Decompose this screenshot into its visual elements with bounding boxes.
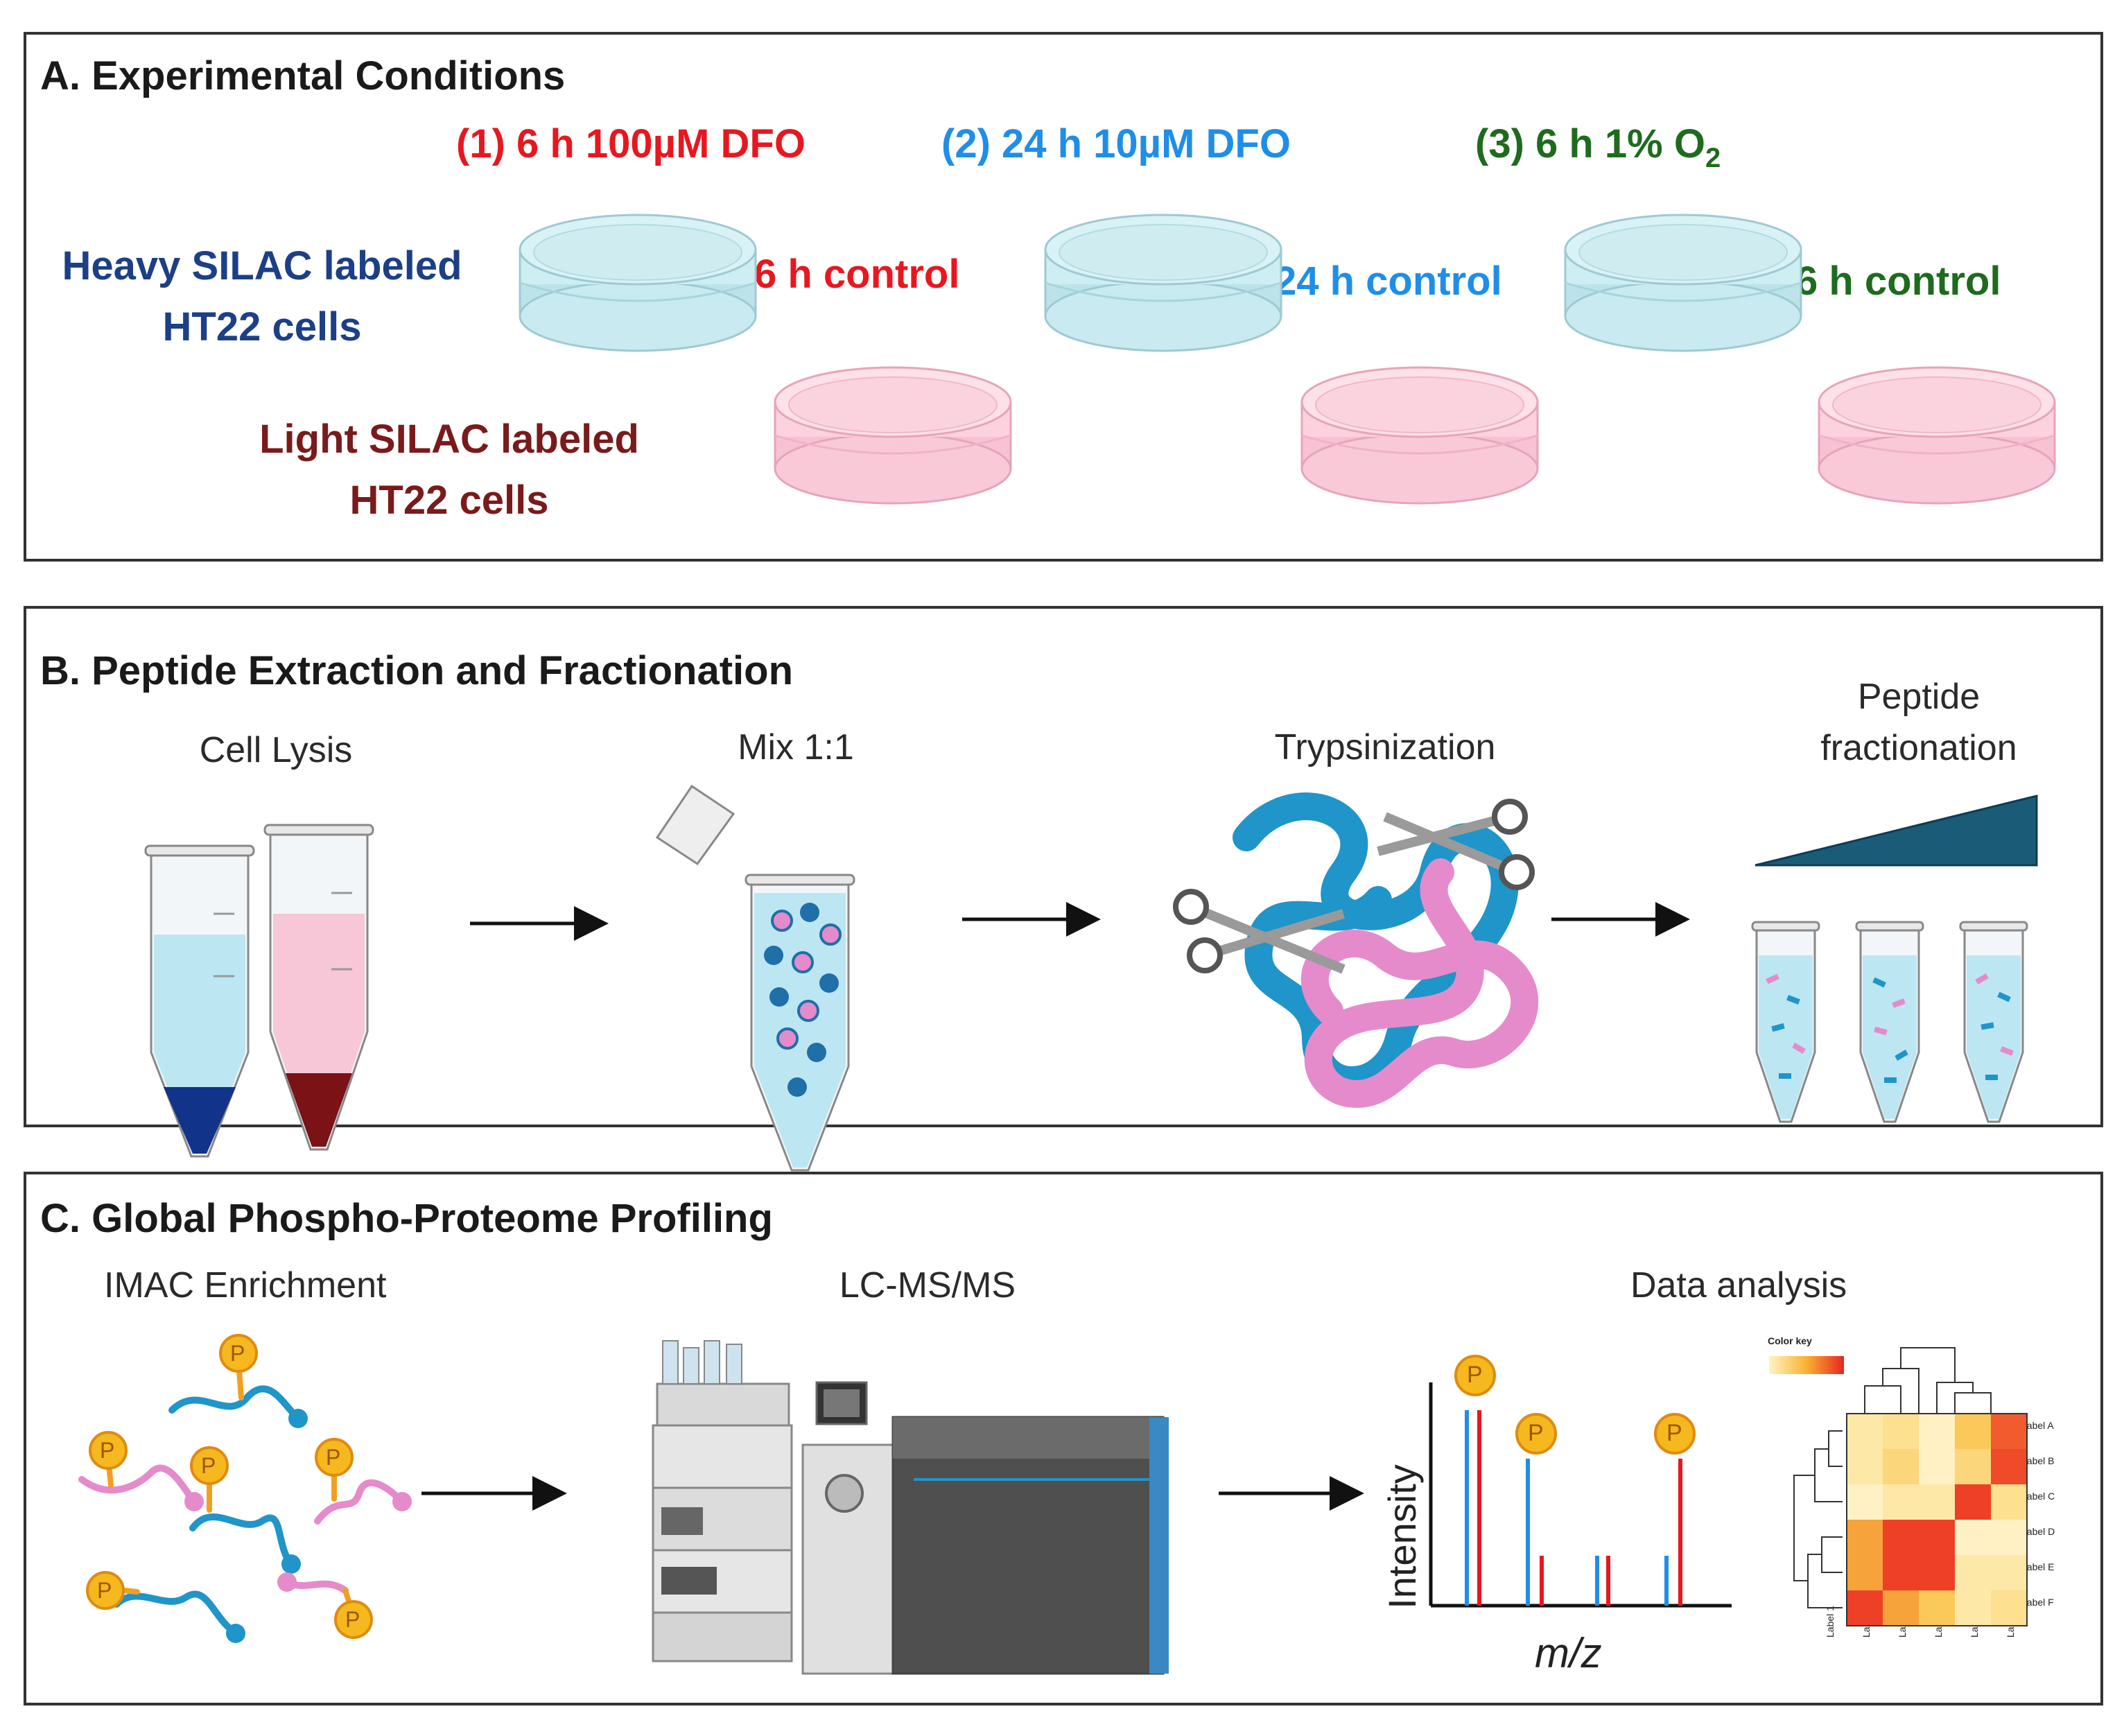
condition-3-label: (3) 6 h 1% O2	[1475, 121, 1721, 174]
tube-mixed	[655, 784, 855, 1172]
light-dish-2	[1300, 366, 1539, 505]
tube-heavy-lysate	[144, 844, 255, 1158]
step-imac-label: IMAC Enrichment	[104, 1265, 387, 1305]
heavy-label-line1: Heavy SILAC labeled	[62, 243, 462, 288]
phospho-letter: P	[201, 1453, 216, 1478]
light-dish-3	[1818, 366, 2056, 505]
heatmap	[1769, 1347, 2028, 1626]
light-label-line1: Light SILAC labeled	[259, 417, 639, 462]
heatmap-key-label: Color key	[1768, 1335, 1812, 1346]
condition-3-subscript: 2	[1705, 143, 1721, 173]
tube-light-lysate	[263, 824, 374, 1151]
phospho-letter: P	[345, 1607, 360, 1632]
mass-spectrum	[1429, 1355, 1732, 1608]
step-fractionation-label: Peptide fractionation	[1746, 671, 2092, 774]
phospho-letter: P	[1666, 1420, 1682, 1446]
dishes	[519, 214, 2056, 505]
fraction-tubes	[1751, 921, 2028, 1123]
spectrum-xlabel: m/z	[1535, 1630, 1602, 1676]
heavy-dish-3	[1564, 214, 1802, 352]
heavy-label-line2: HT22 cells	[162, 304, 362, 349]
light-label: Light SILAC labeled HT22 cells	[241, 409, 657, 531]
light-label-line2: HT22 cells	[349, 478, 549, 523]
control-1-label: 6 h control	[754, 252, 960, 297]
heatmap-row-label: Label C	[2021, 1491, 2055, 1502]
phospho-letter: P	[100, 1438, 115, 1463]
heatmap-row-label: Label B	[2021, 1455, 2055, 1466]
step-lcms-label: LC-MS/MS	[839, 1265, 1016, 1305]
heatmap-row-label: Label F	[2021, 1597, 2054, 1608]
panel-c-title: C. Global Phospho-Proteome Profiling	[40, 1196, 773, 1241]
panel-experimental-conditions: A. Experimental Conditions (1) 6 h 100µM…	[24, 32, 2103, 562]
fractionation-line2: fractionation	[1820, 728, 2017, 768]
fractionation-line1: Peptide	[1857, 677, 1981, 717]
heatmap-row-label: Label E	[2021, 1561, 2055, 1572]
scissors-icon	[1173, 889, 1346, 974]
step-trypsinization-label: Trypsinization	[1274, 727, 1496, 767]
tangled-proteins	[1233, 792, 1539, 1109]
heavy-dish-2	[1044, 214, 1282, 352]
phospho-letter: P	[326, 1445, 341, 1470]
condition-1-label: (1) 6 h 100µM DFO	[456, 121, 806, 166]
heatmap-cells	[1847, 1414, 2027, 1626]
mixed-beads	[764, 903, 842, 1097]
scissors-icon-2	[1377, 799, 1535, 890]
panel-b-title: B. Peptide Extraction and Fractionation	[40, 648, 794, 693]
panel-c-graphics	[78, 1334, 2028, 1675]
lc-ms-instrument	[652, 1340, 1169, 1675]
gradient-wedge	[1755, 795, 2038, 867]
fraction-tube-1	[1751, 921, 1820, 1123]
control-2-label: 24 h control	[1274, 259, 1502, 304]
step-data-analysis-label: Data analysis	[1630, 1265, 1847, 1305]
fraction-tube-3	[1959, 921, 2028, 1123]
condition-2-label: (2) 24 h 10µM DFO	[941, 121, 1291, 166]
step-cell-lysis-label: Cell Lysis	[199, 730, 353, 770]
condition-3-main: (3) 6 h 1% O	[1475, 121, 1705, 166]
control-3-label: 6 h control	[1795, 259, 2001, 304]
phospho-letter: P	[230, 1341, 245, 1366]
panel-b-graphics	[144, 784, 2038, 1172]
panel-a-title: A. Experimental Conditions	[40, 53, 566, 98]
phosphopeptides	[78, 1359, 412, 1643]
phospho-letter: P	[1467, 1362, 1483, 1388]
step-mix-label: Mix 1:1	[738, 727, 854, 767]
light-dish-1	[774, 366, 1012, 505]
heavy-dish-1	[519, 214, 757, 352]
heatmap-row-label: Label D	[2021, 1526, 2055, 1537]
phospho-letter: P	[97, 1578, 112, 1603]
panel-peptide-extraction: B. Peptide Extraction and Fractionation …	[24, 606, 2103, 1172]
heavy-label: Heavy SILAC labeled HT22 cells	[26, 236, 498, 358]
heatmap-row-label: Label A	[2021, 1420, 2054, 1431]
panel-phosphoproteome: C. Global Phospho-Proteome Profiling IMA…	[24, 1172, 2103, 1705]
phospho-letter: P	[1528, 1420, 1544, 1446]
phospho-groups	[86, 1334, 373, 1639]
fraction-tube-2	[1855, 921, 1924, 1123]
